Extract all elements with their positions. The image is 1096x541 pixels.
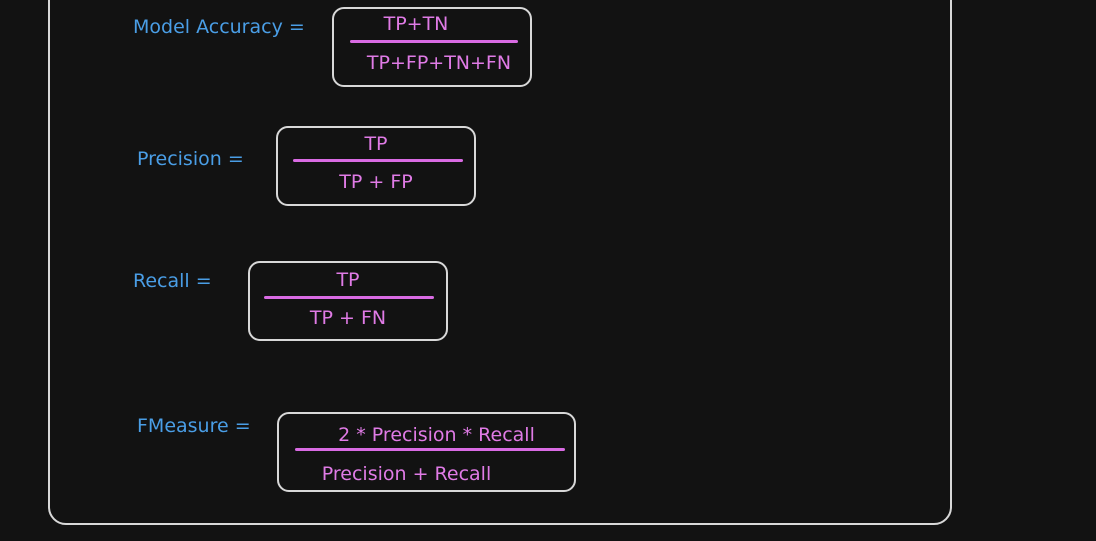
recall-label: Recall = [133, 270, 212, 292]
fmeasure-formula-box: 2 * Precision * Recall Precision + Recal… [277, 412, 576, 492]
recall-denominator: TP + FN [309, 307, 387, 329]
fmeasure-numerator: 2 * Precision * Recall [338, 424, 535, 446]
recall-fraction-bar [264, 296, 434, 299]
precision-numerator: TP [364, 133, 388, 155]
accuracy-fraction-bar [350, 40, 518, 43]
accuracy-denominator: TP+FP+TN+FN [366, 52, 512, 74]
precision-fraction-bar [293, 159, 463, 162]
precision-formula-box: TP TP + FP [276, 126, 476, 206]
recall-numerator: TP [336, 269, 360, 291]
fmeasure-fraction-bar [295, 448, 565, 451]
precision-label: Precision = [137, 148, 244, 170]
accuracy-formula-box: TP+TN TP+FP+TN+FN [332, 7, 532, 87]
fmeasure-label: FMeasure = [137, 415, 251, 437]
recall-formula-box: TP TP + FN [248, 261, 448, 341]
fmeasure-denominator: Precision + Recall [321, 463, 492, 485]
precision-denominator: TP + FP [339, 171, 413, 193]
accuracy-label: Model Accuracy = [133, 16, 305, 38]
accuracy-numerator: TP+TN [383, 13, 449, 35]
outer-frame [48, 0, 952, 525]
